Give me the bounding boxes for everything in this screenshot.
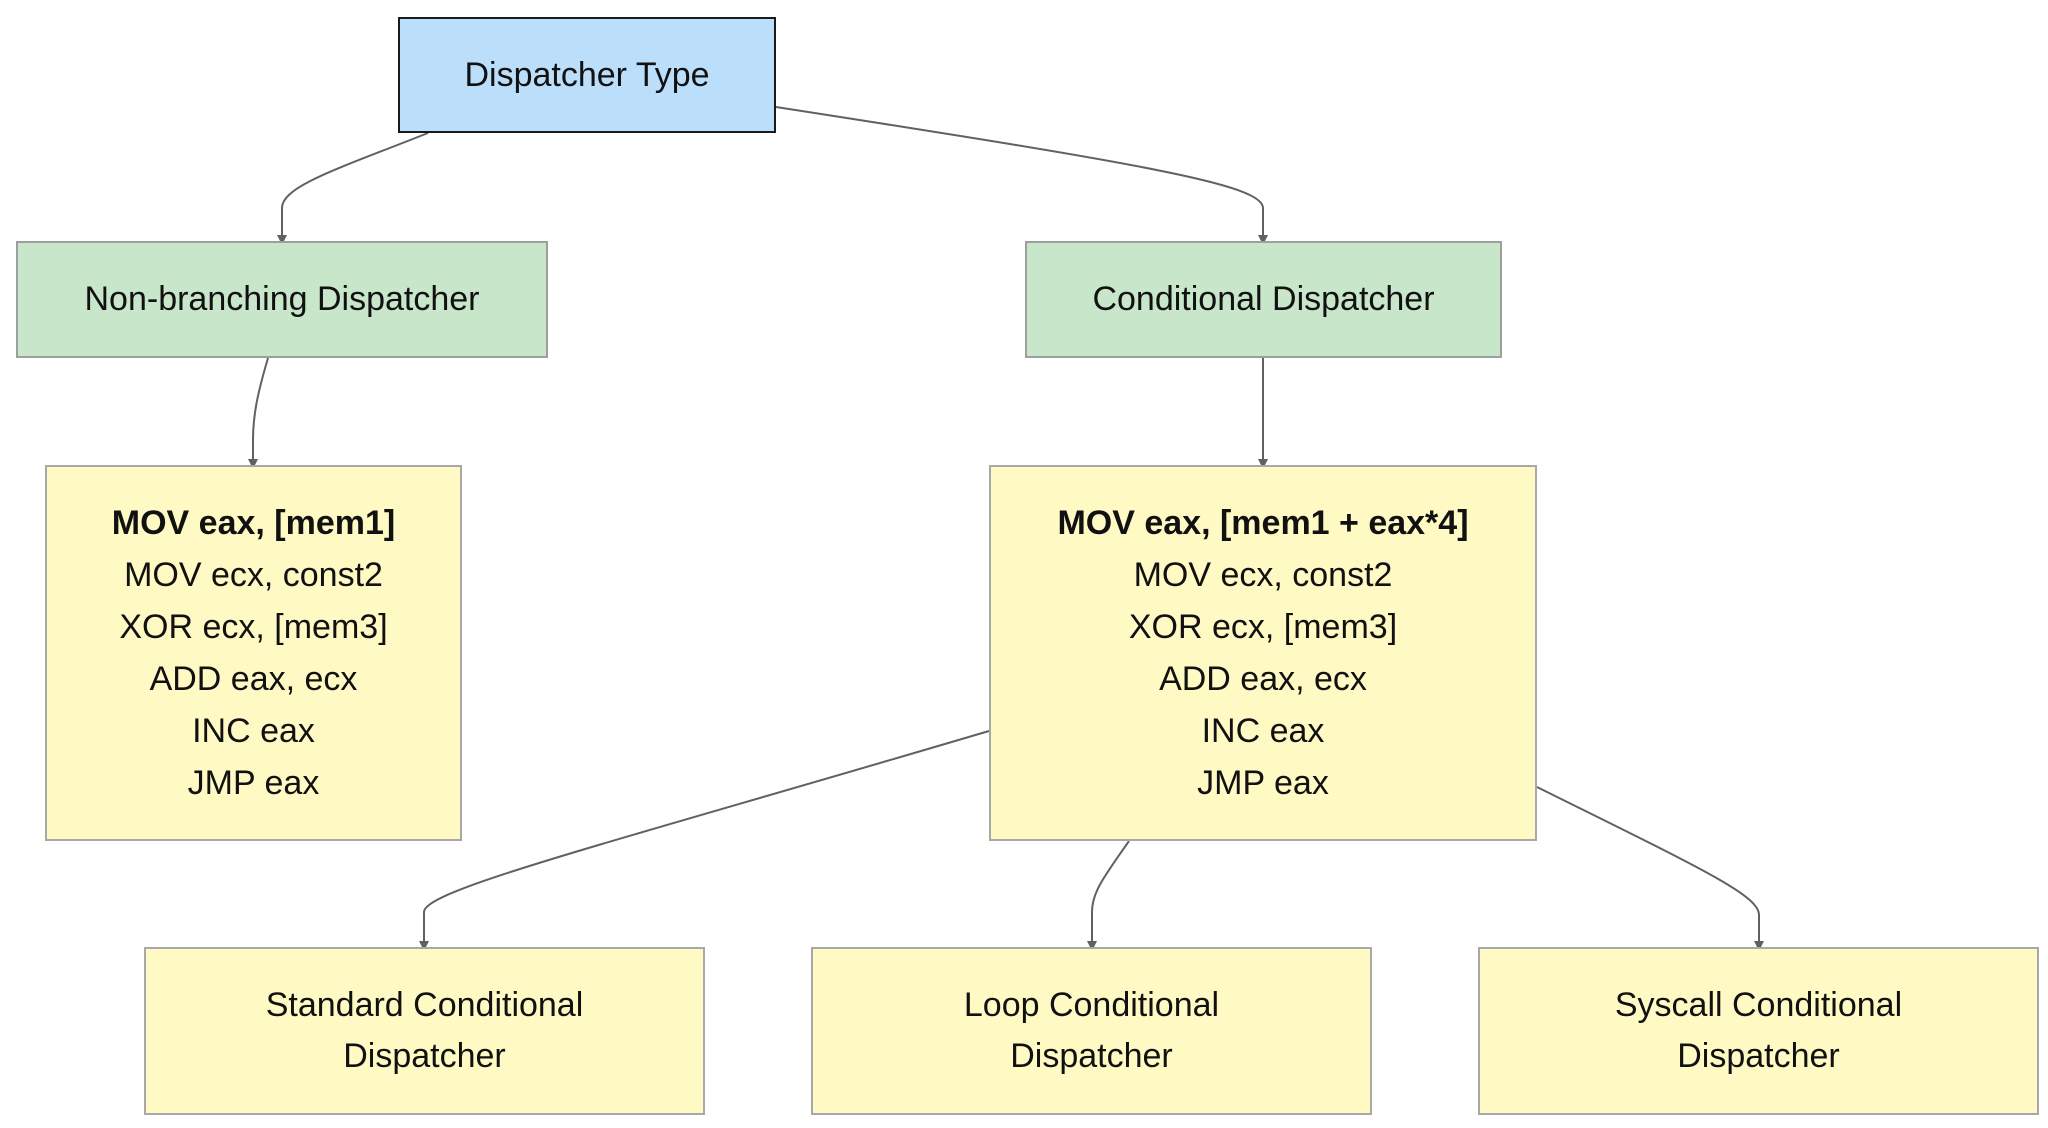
code-line: XOR ecx, [mem3] (1128, 608, 1398, 646)
code-line: JMP eax (1197, 764, 1329, 802)
dispatcher-type-label: Dispatcher Type (464, 55, 710, 94)
code-line: XOR ecx, [mem3] (119, 608, 388, 646)
non-branching-dispatcher-label: Non-branching Dispatcher (84, 280, 480, 318)
edge-code-to-loop (1087, 840, 1130, 951)
code-line: JMP eax (187, 764, 320, 802)
edge-type-to-conditional (775, 106, 1268, 245)
code-line: MOV eax, [mem1] (111, 504, 396, 542)
edge-type-to-nonbranching (277, 132, 429, 245)
code-line: MOV ecx, const2 (1133, 556, 1393, 594)
non-branching-dispatcher-node: Non-branching Dispatcher (16, 241, 548, 358)
syscall-conditional-dispatcher-node: Syscall Conditional Dispatcher (1478, 947, 2039, 1115)
dispatcher-type-node: Dispatcher Type (398, 17, 776, 133)
edge-code-to-syscall (1536, 786, 1764, 951)
code-line: INC eax (192, 712, 315, 750)
code-line: ADD eax, ecx (1159, 660, 1367, 698)
loop-label-line-1: Loop Conditional (963, 986, 1220, 1024)
code-line: ADD eax, ecx (149, 660, 358, 698)
standard-label-line-2: Dispatcher (343, 1037, 506, 1075)
standard-label-line-1: Standard Conditional (265, 986, 584, 1024)
loop-label-line-2: Dispatcher (1010, 1037, 1173, 1075)
edge-nonbranching-to-code (248, 357, 269, 469)
code-line: MOV ecx, const2 (124, 556, 383, 594)
non-branching-code-node: MOV eax, [mem1] MOV ecx, const2 XOR ecx,… (45, 465, 462, 841)
code-line: MOV eax, [mem1 + eax*4] (1057, 504, 1469, 542)
standard-conditional-dispatcher-node: Standard Conditional Dispatcher (144, 947, 705, 1115)
conditional-dispatcher-label: Conditional Dispatcher (1092, 280, 1435, 318)
syscall-label-line-1: Syscall Conditional (1614, 986, 1903, 1024)
syscall-label-line-2: Dispatcher (1677, 1037, 1840, 1075)
edge-code-to-standard (419, 730, 990, 951)
conditional-code-node: MOV eax, [mem1 + eax*4] MOV ecx, const2 … (989, 465, 1537, 841)
loop-conditional-dispatcher-node: Loop Conditional Dispatcher (811, 947, 1372, 1115)
conditional-dispatcher-node: Conditional Dispatcher (1025, 241, 1502, 358)
code-line: INC eax (1201, 712, 1325, 750)
